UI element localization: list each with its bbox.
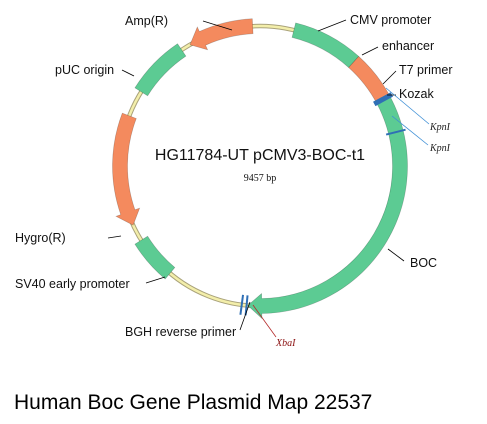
feature-arc-sv40 bbox=[134, 235, 176, 280]
feature-arc-boc bbox=[247, 96, 408, 320]
leader-amp bbox=[202, 20, 233, 31]
label-amp: Amp(R) bbox=[125, 14, 168, 28]
label-enhancer: enhancer bbox=[382, 39, 434, 53]
label-puc-origin: pUC origin bbox=[55, 63, 114, 77]
feature-arc-cmv bbox=[291, 22, 360, 68]
site-kpn1: KpnI bbox=[429, 122, 451, 133]
leader-xba bbox=[252, 304, 277, 338]
leader-cmv bbox=[317, 19, 347, 32]
feature-mark-kozak bbox=[385, 128, 406, 136]
feature-mark-bgh-2 bbox=[239, 294, 245, 315]
leader-bgh bbox=[239, 301, 251, 331]
label-t7-primer: T7 primer bbox=[399, 63, 452, 77]
leader-t7 bbox=[382, 70, 397, 85]
label-bgh-reverse-primer: BGH reverse primer bbox=[125, 325, 236, 339]
feature-arcs bbox=[112, 18, 408, 320]
label-kozak: Kozak bbox=[399, 87, 434, 101]
leader-boc bbox=[387, 248, 405, 262]
feature-arc-amp bbox=[189, 18, 254, 51]
feature-mark-bgh bbox=[244, 295, 249, 316]
feature-arc-hygro bbox=[112, 112, 141, 226]
site-kpn2: KpnI bbox=[429, 143, 451, 154]
label-sv40-early-promoter: SV40 early promoter bbox=[15, 277, 130, 291]
site-xba: XbaI bbox=[275, 338, 296, 349]
label-hygro: Hygro(R) bbox=[15, 231, 66, 245]
plasmid-size: 9457 bp bbox=[244, 173, 277, 184]
feature-mark-t7-primer bbox=[373, 92, 394, 107]
label-boc: BOC bbox=[410, 256, 437, 270]
leader-kpn2 bbox=[391, 115, 429, 146]
leader-kpn1 bbox=[385, 87, 430, 125]
feature-arc-puc bbox=[134, 43, 187, 97]
leader-puc bbox=[121, 69, 135, 77]
leader-lines bbox=[107, 19, 430, 338]
leader-sv40 bbox=[145, 276, 166, 284]
figure-caption: Human Boc Gene Plasmid Map 22537 bbox=[14, 391, 372, 414]
leader-hygro bbox=[107, 235, 122, 239]
leader-enhancer bbox=[361, 46, 379, 56]
label-cmv-promoter: CMV promoter bbox=[350, 13, 431, 27]
plasmid-name: HG11784-UT pCMV3-BOC-t1 bbox=[155, 147, 365, 164]
